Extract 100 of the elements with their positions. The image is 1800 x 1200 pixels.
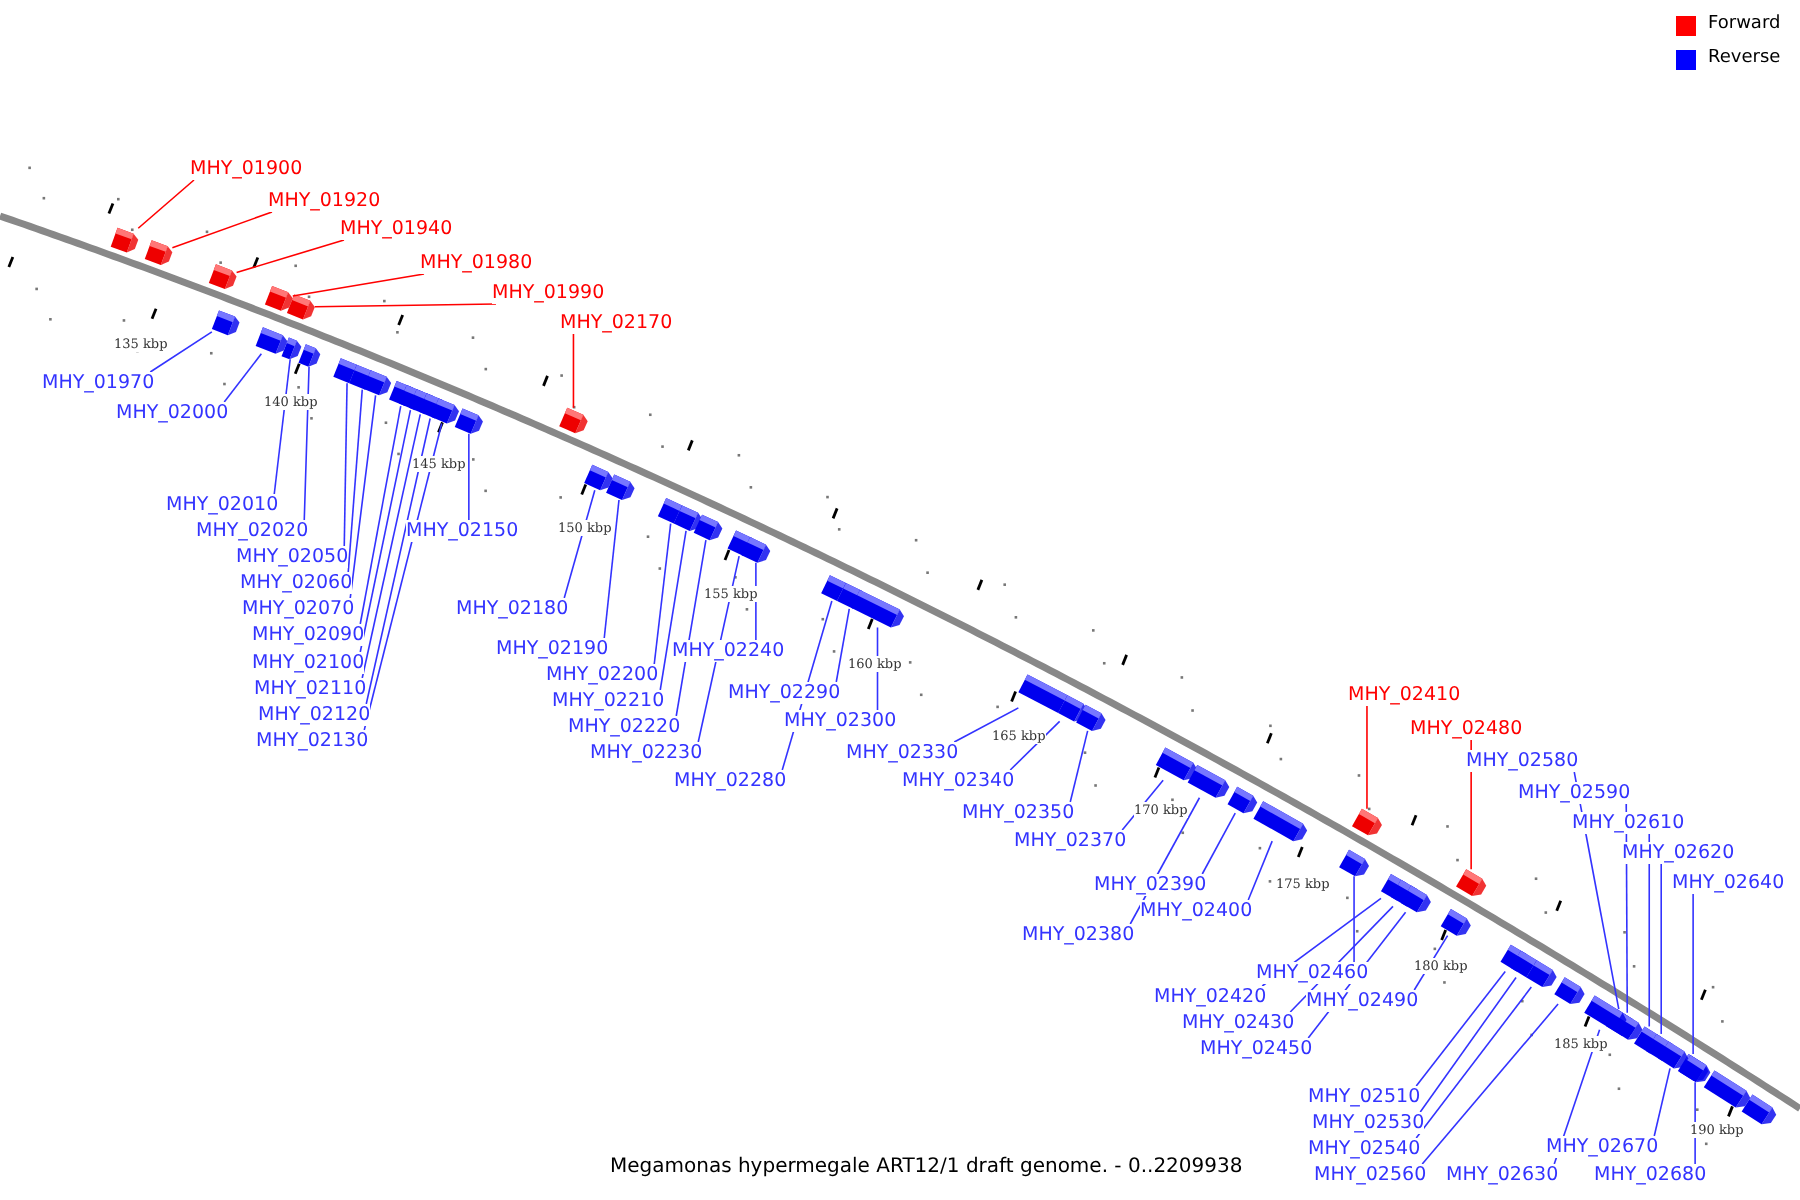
gene-block — [1741, 1094, 1777, 1125]
leader-line — [1653, 1067, 1671, 1137]
leader-line — [1692, 893, 1694, 1055]
gene-label: MHY_02400 — [1140, 900, 1253, 922]
gene-label: MHY_02420 — [1154, 986, 1267, 1008]
gene-label: MHY_02020 — [196, 520, 309, 542]
gene-block — [110, 227, 139, 253]
leader-line — [1366, 705, 1368, 810]
leader-line — [1247, 840, 1273, 901]
gene-label: MHY_02240 — [672, 640, 785, 662]
gene-label: MHY_01970 — [42, 372, 155, 394]
gene-block — [584, 464, 613, 491]
gene-label: MHY_02340 — [902, 770, 1015, 792]
gene-label: MHY_02210 — [552, 690, 665, 712]
leader-line — [343, 382, 348, 547]
gene-label: MHY_02070 — [242, 598, 355, 620]
gene-block — [1703, 1070, 1751, 1108]
gene-block — [1456, 869, 1487, 896]
gene-label: MHY_01900 — [190, 158, 303, 180]
leader-line — [359, 405, 402, 625]
leader-line — [572, 333, 575, 409]
leader-line — [1421, 1003, 1559, 1165]
gene-label: MHY_02560 — [1314, 1164, 1427, 1186]
gene-block — [1155, 747, 1198, 781]
gene-block — [1187, 764, 1230, 798]
gene-block — [693, 514, 723, 541]
gene-label: MHY_02370 — [1014, 830, 1127, 852]
gene-label: MHY_02410 — [1348, 684, 1461, 706]
leader-line — [359, 409, 412, 653]
gene-label: MHY_02350 — [962, 802, 1075, 824]
leader-line — [1415, 986, 1533, 1139]
gene-label: MHY_02190 — [496, 638, 609, 660]
leader-line — [223, 353, 263, 403]
gene-label: MHY_01990 — [492, 282, 605, 304]
gene-block — [144, 240, 173, 265]
gene-label: MHY_02380 — [1022, 924, 1135, 946]
leader-line — [235, 239, 345, 274]
gene-block — [1351, 808, 1382, 836]
gene-label: MHY_02300 — [784, 710, 897, 732]
leader-line — [273, 358, 291, 495]
gene-label: MHY_02050 — [236, 546, 349, 568]
gene-label: MHY_02150 — [406, 520, 519, 542]
gene-block — [1076, 704, 1106, 731]
gene-label: MHY_02120 — [258, 704, 371, 726]
gene-block — [430, 398, 459, 424]
gene-label: MHY_02090 — [252, 624, 365, 646]
gene-block — [286, 294, 315, 320]
gene-label: MHY_02430 — [1182, 1012, 1295, 1034]
gene-label: MHY_02670 — [1546, 1136, 1659, 1158]
gene-label: MHY_02510 — [1308, 1086, 1421, 1108]
leader-line — [347, 388, 364, 573]
gene-block — [1526, 960, 1557, 988]
gene-block — [1227, 786, 1258, 814]
gene-block — [454, 408, 483, 434]
leader-line — [1419, 976, 1517, 1113]
leader-line — [291, 273, 425, 297]
leader-line — [365, 417, 431, 705]
leader-line — [563, 489, 596, 599]
gene-block — [1400, 885, 1431, 913]
leader-line — [659, 530, 687, 691]
gene-label: MHY_02280 — [674, 770, 787, 792]
gene-label: MHY_02580 — [1466, 750, 1579, 772]
leader-line — [137, 179, 195, 230]
caption: Megamonas hypermegale ART12/1 draft genome. - 0..2209938 — [610, 1156, 1243, 1180]
gene-label: MHY_02630 — [1446, 1164, 1559, 1186]
gene-label: MHY_01920 — [268, 190, 381, 212]
gene-label: MHY_02010 — [166, 494, 279, 516]
gene-label: MHY_02110 — [254, 678, 367, 700]
leader-line — [1648, 833, 1651, 1028]
gene-label: MHY_02170 — [560, 312, 673, 334]
leader-line — [835, 608, 851, 683]
leader-line — [953, 707, 1020, 743]
gene-label: MHY_02480 — [1410, 718, 1523, 740]
leader-line — [603, 499, 620, 639]
gene-block — [281, 337, 302, 360]
gene-block — [559, 407, 588, 434]
gene-block — [208, 264, 237, 290]
gene-label: MHY_02230 — [590, 742, 703, 764]
gene-block — [1554, 977, 1585, 1005]
gene-label: MHY_02680 — [1594, 1164, 1707, 1186]
gene-label: MHY_01980 — [420, 252, 533, 274]
gene-block — [741, 537, 771, 563]
leader-line — [303, 365, 310, 521]
gene-label: MHY_02620 — [1622, 842, 1735, 864]
leader-line — [1069, 730, 1089, 803]
gene-label: MHY_02490 — [1306, 990, 1419, 1012]
gene-label: MHY_02590 — [1518, 782, 1631, 804]
gene-label: MHY_02330 — [846, 742, 959, 764]
gene-block — [1657, 1041, 1689, 1069]
gene-label: MHY_02100 — [252, 652, 365, 674]
leader-line — [314, 303, 497, 308]
gene-block — [1339, 849, 1369, 877]
gene-label: MHY_02450 — [1200, 1038, 1313, 1060]
leader-line — [653, 522, 672, 665]
gene-label: MHY_02000 — [116, 402, 229, 424]
gene-block — [1584, 995, 1627, 1030]
gene-label: MHY_02640 — [1672, 872, 1785, 894]
leader-line — [171, 211, 273, 249]
gene-label: MHY_02460 — [1256, 962, 1369, 984]
leader-line — [149, 331, 213, 373]
